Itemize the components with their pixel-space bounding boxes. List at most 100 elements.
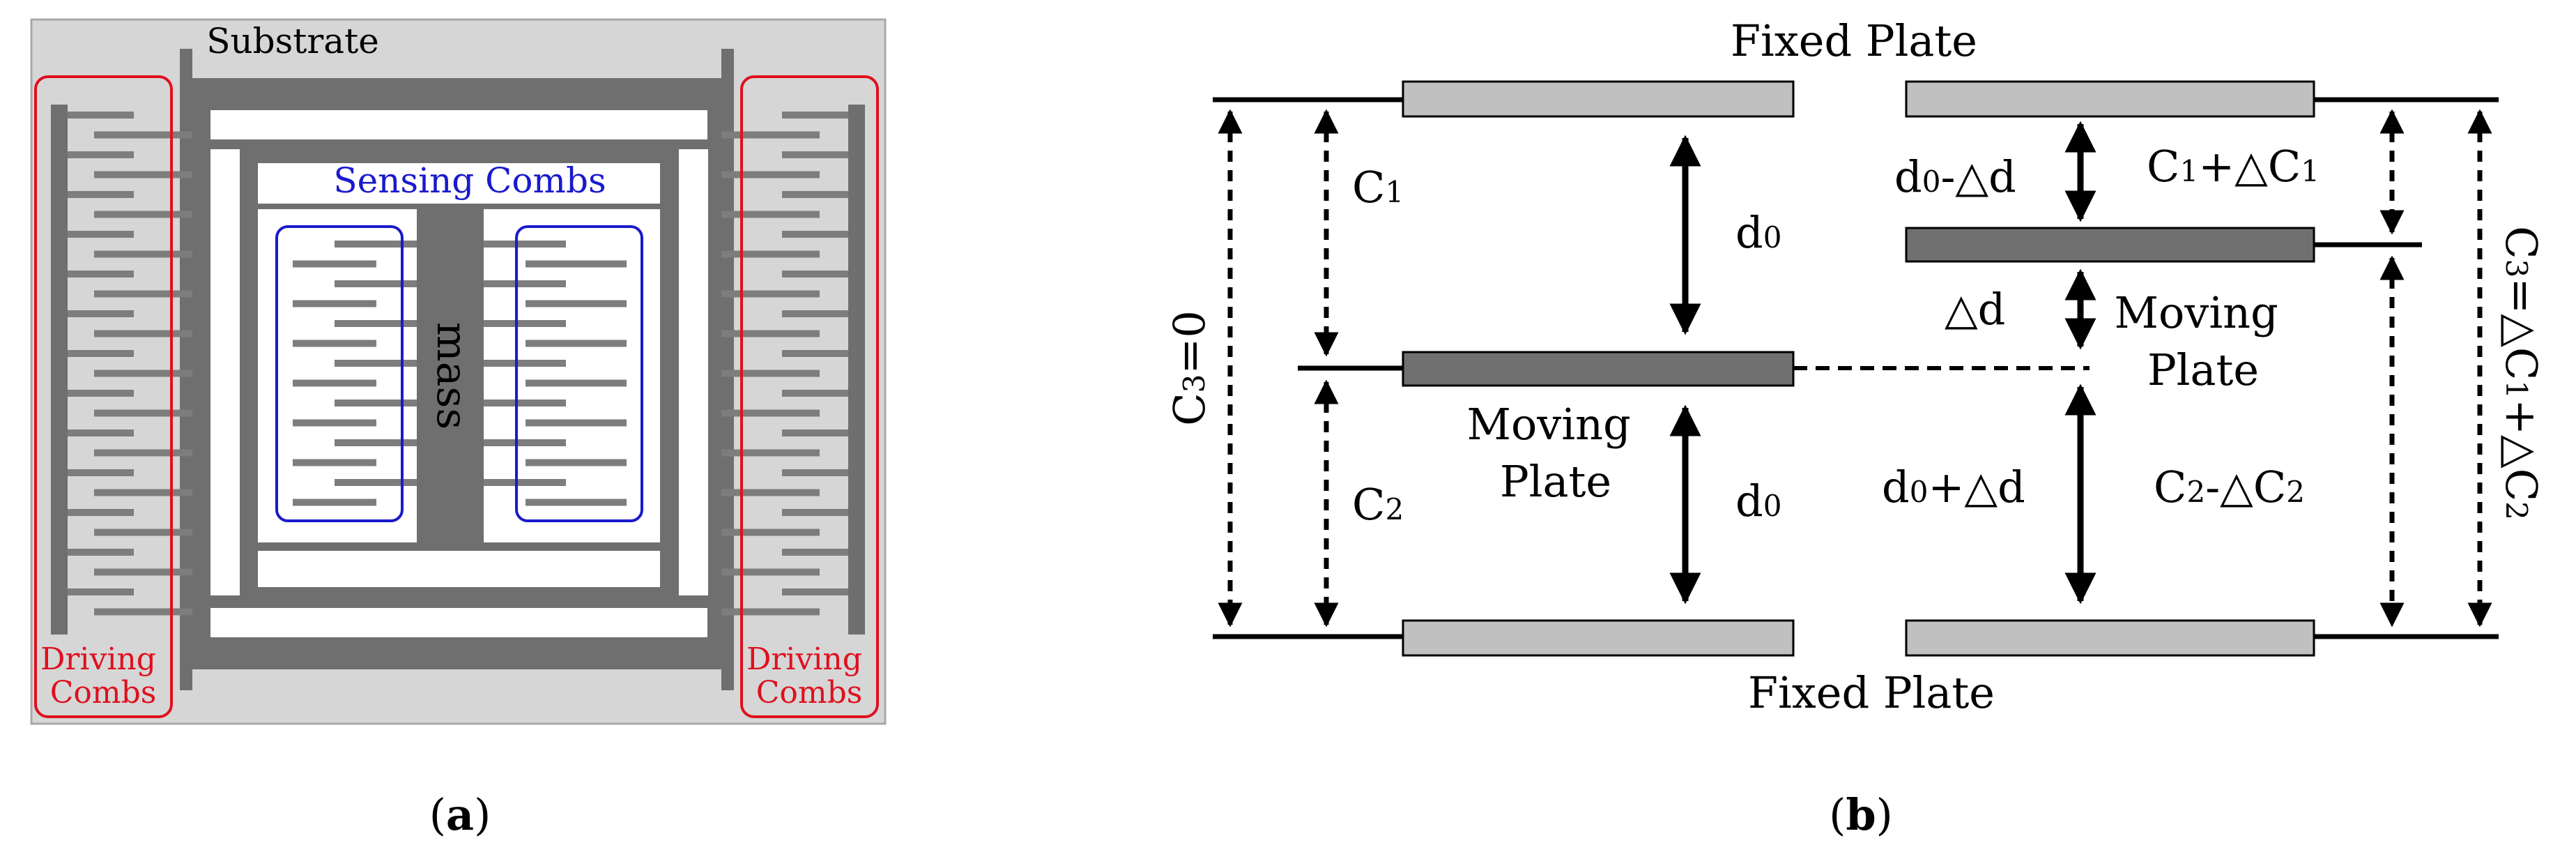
panel-b-capacitor-diagram: Fixed Plate Fixed Plate Moving Plate Mov… [1164, 15, 2547, 840]
left-anchor-bar [180, 49, 192, 690]
sensing-comb-finger [484, 320, 566, 327]
driving-comb-finger [68, 430, 134, 436]
driving-comb-finger [721, 449, 820, 457]
sensing-comb-finger [526, 379, 627, 387]
driving-comb-finger [721, 409, 820, 417]
substrate-label: Substrate [206, 21, 379, 61]
sensing-comb-finger [526, 300, 627, 307]
sensing-comb-finger [484, 241, 566, 248]
driving-comb-finger [782, 549, 848, 556]
d0-plus-dd-label: d0+△d [1882, 462, 2025, 512]
driving-comb-finger [94, 409, 192, 417]
c3-right-label: C3=△C1+△C2 [2496, 226, 2547, 520]
sensing-comb-finger [293, 340, 376, 347]
driving-comb-finger [94, 211, 192, 218]
driving-comb-finger [68, 549, 134, 556]
sensing-combs-label: Sensing Combs [333, 160, 606, 201]
driving-comb-finger [782, 310, 848, 317]
driving-comb-finger [721, 330, 820, 337]
driving-comb-finger [721, 131, 820, 139]
fixed-plate-bottom-left [1402, 619, 1795, 657]
d0-upper-label: d0 [1735, 207, 1781, 258]
driving-comb-finger [782, 151, 848, 158]
driving-comb-finger [721, 250, 820, 258]
fixed-plate-bottom-right [1905, 619, 2315, 657]
c1-label: C1 [1352, 162, 1404, 213]
moving-plate-right [1905, 227, 2315, 263]
driving-comb-finger [721, 211, 820, 218]
driving-comb-finger [782, 430, 848, 436]
driving-comb-finger [68, 231, 134, 238]
driving-comb-finger [782, 390, 848, 397]
driving-comb-finger [94, 250, 192, 258]
driving-comb-finger [94, 171, 192, 178]
fixed-plate-top-label: Fixed Plate [1731, 15, 1977, 66]
sensing-comb-finger [484, 439, 566, 446]
driving-comb-finger [68, 151, 134, 158]
driving-comb-finger [68, 271, 134, 278]
sensing-comb-finger [484, 400, 566, 406]
driving-combs-label-right: Driving Combs [746, 641, 872, 710]
c2-minus-dc2-label: C2-△C2 [2154, 462, 2305, 512]
sensing-comb-fingers [293, 241, 627, 506]
sensing-comb-finger [484, 360, 566, 367]
sensing-comb-finger [335, 439, 417, 446]
proof-mass [417, 209, 484, 542]
fixed-plate-bottom-label: Fixed Plate [1748, 667, 1995, 718]
left-comb-anchor [51, 105, 68, 634]
c3-left-label: C3=0 [1164, 310, 1215, 426]
driving-combs-label-left: Driving Combs [40, 641, 166, 710]
driving-comb-finger [721, 568, 820, 576]
sensing-comb-finger [293, 379, 376, 387]
sensing-comb-finger [335, 400, 417, 406]
driving-comb-finger [94, 330, 192, 337]
sensing-comb-finger [526, 499, 627, 506]
sensing-comb-finger [526, 260, 627, 268]
fixed-plate-top-right [1905, 80, 2315, 118]
sensing-comb-finger [335, 360, 417, 367]
driving-comb-finger [782, 231, 848, 238]
driving-comb-finger [721, 489, 820, 496]
driving-comb-finger [94, 131, 192, 139]
driving-comb-finger [94, 568, 192, 576]
sensing-comb-finger [293, 260, 376, 268]
c1-plus-dc1-label: C1+△C1 [2147, 141, 2320, 192]
driving-comb-finger [68, 509, 134, 516]
driving-comb-finger [94, 608, 192, 616]
sensing-combs-box-left [275, 225, 404, 522]
driving-comb-fingers [68, 112, 848, 616]
caption-a: (a) [429, 789, 491, 840]
driving-comb-finger [782, 509, 848, 516]
sensing-comb-finger [293, 459, 376, 466]
driving-comb-finger [68, 588, 134, 595]
sensing-comb-finger [484, 479, 566, 486]
driving-comb-finger [782, 588, 848, 595]
driving-comb-finger [721, 529, 820, 536]
panel-a-mems-layout: Substrate Sensing Combs mass Driving Com… [30, 18, 887, 840]
driving-comb-finger [721, 290, 820, 298]
sensing-comb-finger [293, 499, 376, 506]
mass-label: mass [427, 322, 476, 430]
d0-minus-dd-label: d0-△d [1894, 151, 2016, 202]
right-comb-anchor [848, 105, 865, 634]
driving-comb-finger [782, 112, 848, 119]
driving-comb-finger [68, 390, 134, 397]
driving-comb-finger [68, 310, 134, 317]
sensing-comb-finger [335, 280, 417, 287]
sensing-comb-finger [293, 300, 376, 307]
sensing-comb-finger [526, 459, 627, 466]
driving-comb-finger [782, 191, 848, 198]
driving-comb-finger [68, 112, 134, 119]
sensing-comb-finger [335, 320, 417, 327]
d0-lower-label: d0 [1735, 476, 1781, 526]
driving-comb-finger [94, 529, 192, 536]
sensing-comb-finger [293, 419, 376, 427]
moving-plate-right-label: Moving Plate [2114, 287, 2292, 395]
sensing-comb-finger [484, 280, 566, 287]
driving-comb-finger [94, 489, 192, 496]
driving-comb-finger [94, 449, 192, 457]
sensing-comb-finger [335, 479, 417, 486]
sensing-comb-finger [526, 419, 627, 427]
driving-combs-box-right [740, 75, 879, 718]
